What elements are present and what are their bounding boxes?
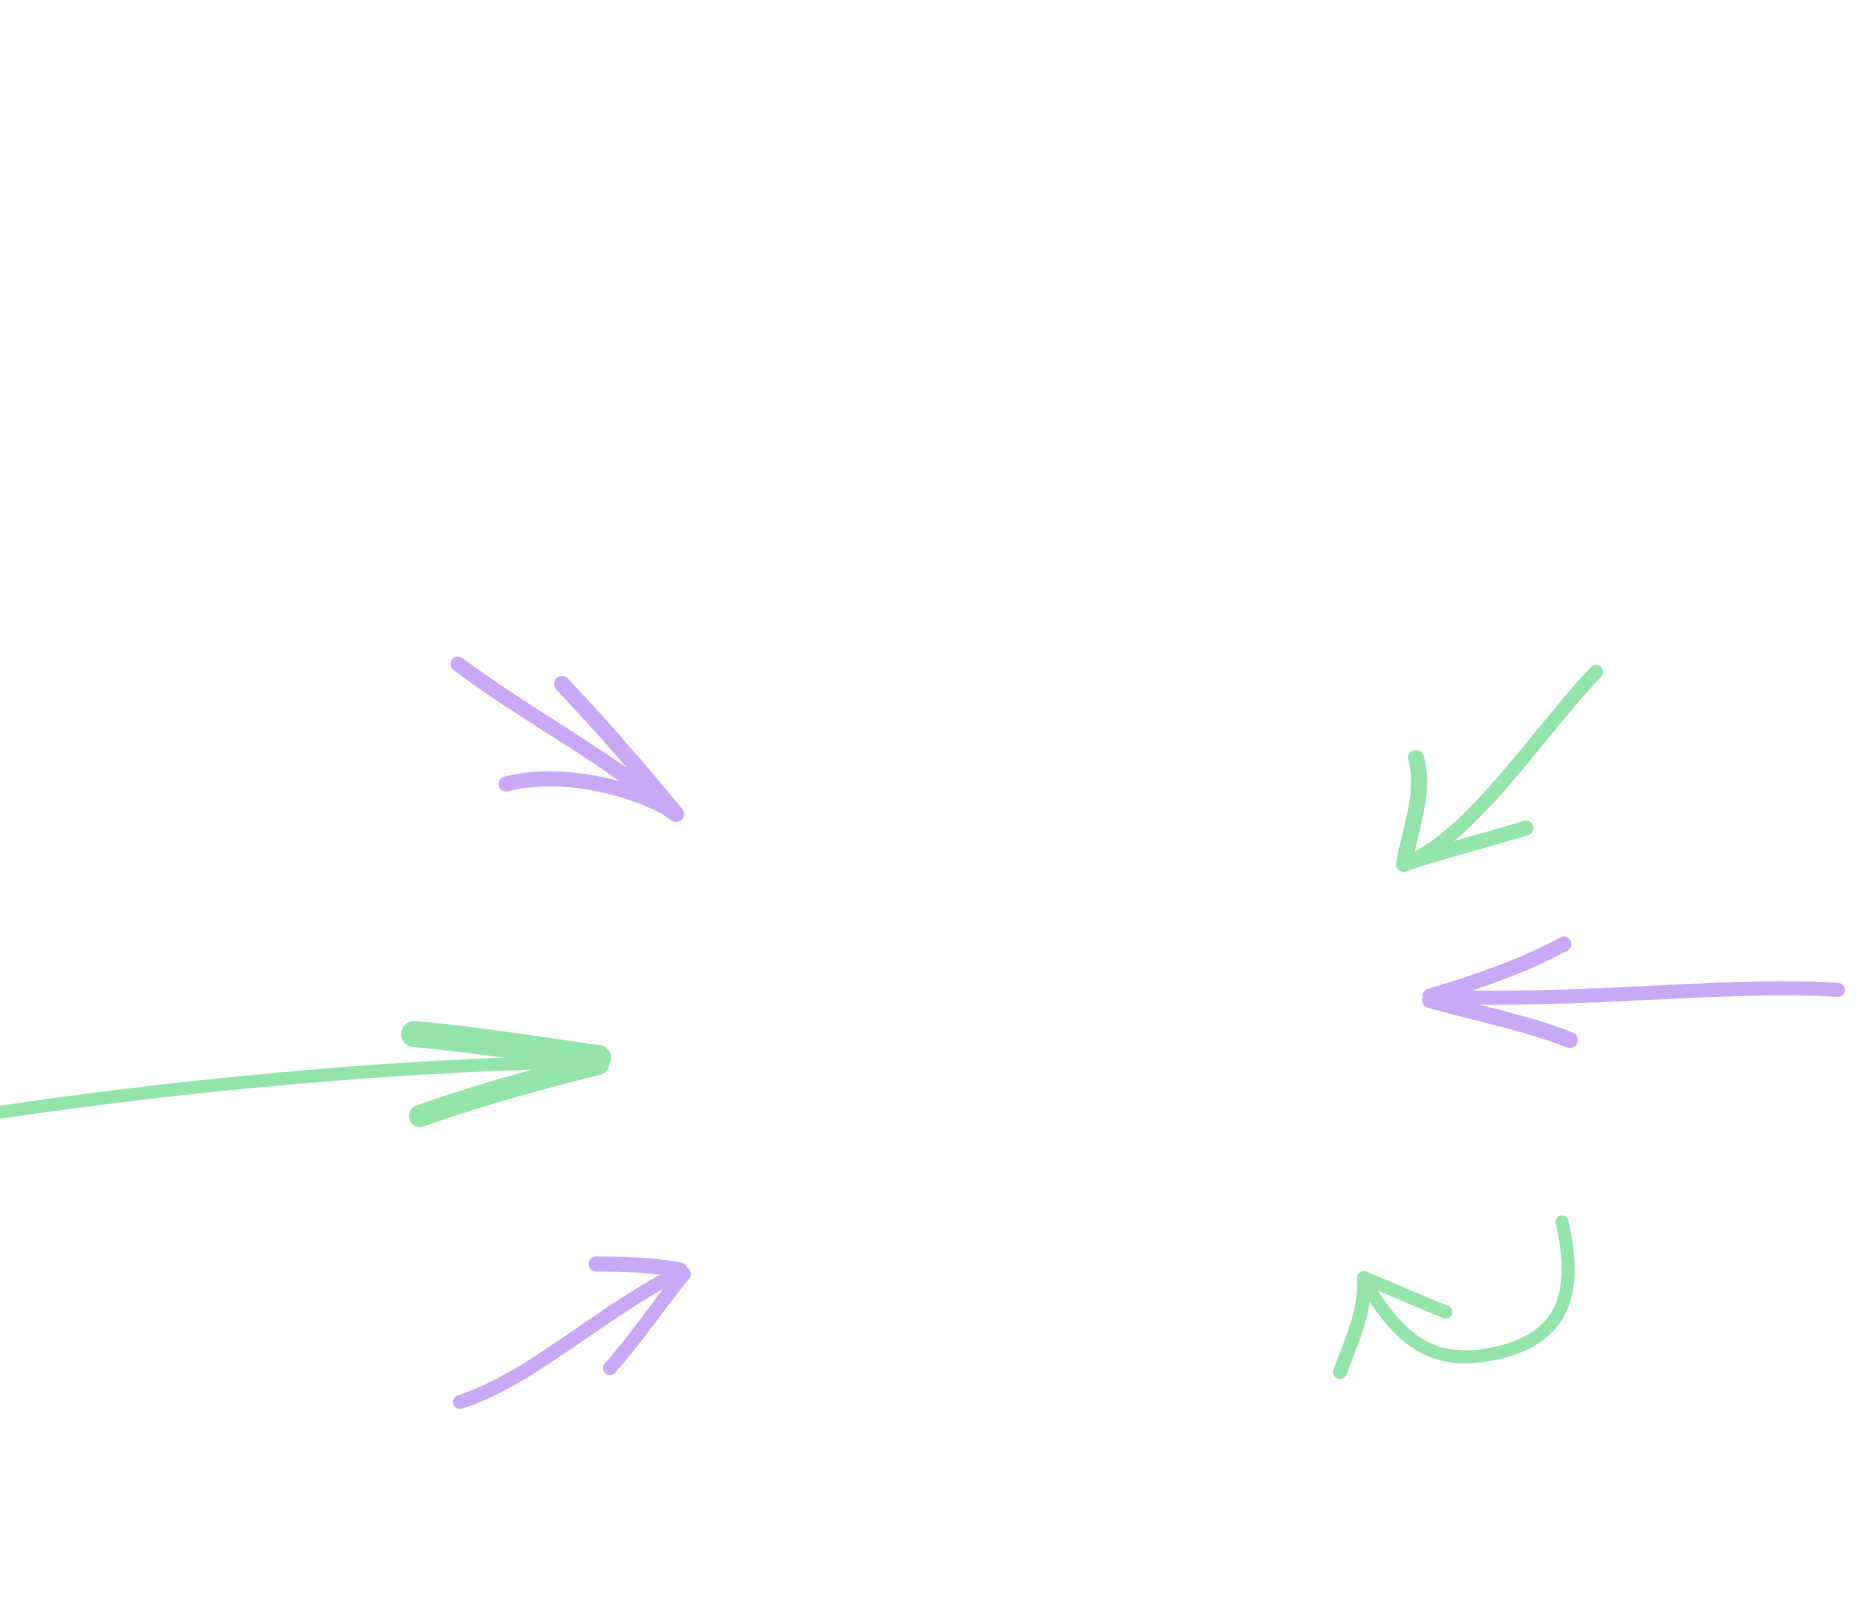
arrow-pointing-right-icon — [0, 1055, 603, 1119]
arrow-middle-right — [1422, 936, 1845, 1048]
curved-arrow-pointing-up-left-icon — [1359, 1215, 1575, 1364]
arrow-head-stroke — [498, 771, 682, 820]
arrow-pointing-left-icon — [1423, 981, 1845, 1005]
arrow-head-stroke — [1357, 1271, 1453, 1319]
arrow-head-stroke — [603, 1267, 691, 1375]
arrow-top-right — [1396, 665, 1603, 872]
arrow-head-stroke — [1422, 992, 1578, 1048]
arrow-head-stroke — [1396, 820, 1534, 872]
arrow-middle-left — [0, 1021, 611, 1127]
arrow-pointing-up-right-icon — [453, 1265, 687, 1409]
arrow-head-stroke — [409, 1053, 609, 1127]
arrow-bottom-left — [453, 1256, 691, 1409]
arrow-head-stroke — [588, 1256, 688, 1278]
arrow-head-stroke — [1422, 936, 1572, 1004]
arrow-top-left — [450, 656, 684, 822]
arrow-bottom-right — [1333, 1215, 1575, 1379]
arrow-head-stroke — [1333, 1271, 1372, 1379]
arrow-head-stroke — [1396, 750, 1428, 872]
arrow-head-stroke — [401, 1021, 611, 1071]
